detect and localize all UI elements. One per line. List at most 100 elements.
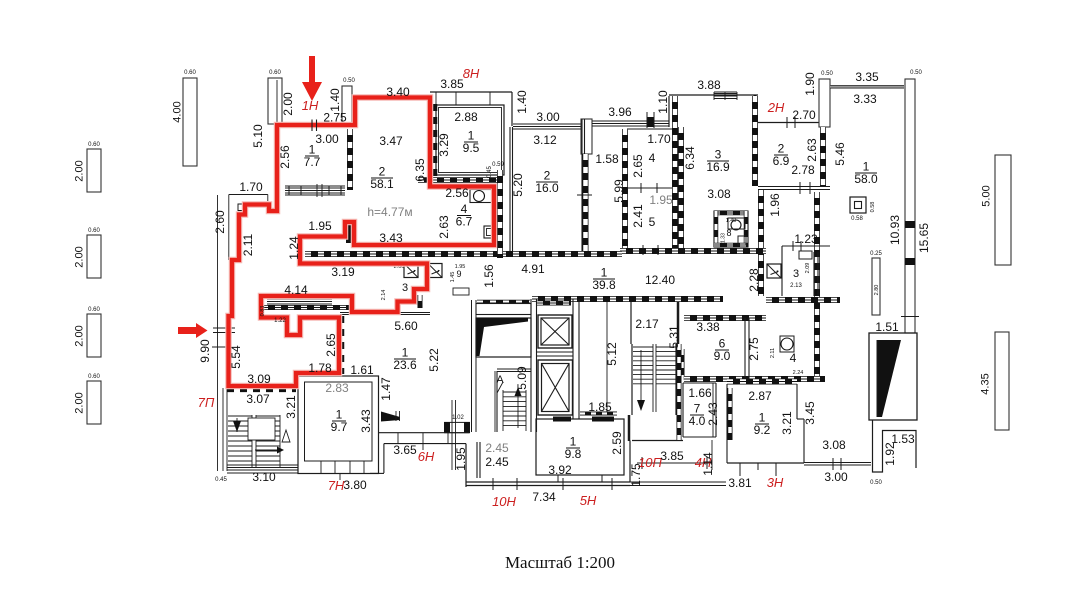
svg-text:3: 3 [793,268,799,280]
svg-text:2: 2 [379,165,386,179]
svg-text:3.07: 3.07 [246,392,270,406]
svg-text:10П: 10П [638,455,662,470]
svg-text:0.25: 0.25 [870,251,882,257]
svg-text:6Н: 6Н [418,449,435,464]
svg-text:h=4.77м: h=4.77м [367,205,412,219]
svg-text:1.14: 1.14 [701,452,715,476]
svg-text:1.45: 1.45 [450,272,456,283]
svg-text:23.6: 23.6 [393,358,417,372]
svg-text:3.00: 3.00 [315,132,339,146]
svg-text:1: 1 [863,160,870,174]
svg-text:0.50: 0.50 [870,480,882,486]
svg-text:39.8: 39.8 [592,278,616,292]
svg-text:Масштаб 1:200: Масштаб 1:200 [505,553,615,572]
svg-text:1: 1 [601,266,608,280]
svg-text:2.43: 2.43 [706,402,720,426]
svg-text:1.22: 1.22 [274,318,286,324]
svg-text:1.47: 1.47 [379,377,393,401]
svg-text:1.95: 1.95 [455,264,466,270]
svg-text:3.21: 3.21 [284,395,298,419]
svg-text:7: 7 [694,402,701,416]
svg-text:2.45: 2.45 [485,455,509,469]
svg-text:8: 8 [726,228,731,238]
svg-text:2.70: 2.70 [792,108,816,122]
svg-text:А: А [496,374,504,386]
svg-text:4.0: 4.0 [689,414,706,428]
svg-text:1.40: 1.40 [726,218,737,224]
svg-text:3.08: 3.08 [707,187,731,201]
svg-text:2.13: 2.13 [790,283,802,289]
svg-text:0.60: 0.60 [88,228,100,234]
svg-text:1.40: 1.40 [328,88,342,112]
svg-text:1.10: 1.10 [656,90,670,114]
svg-text:2.00: 2.00 [394,264,405,270]
svg-text:9.0: 9.0 [714,349,731,363]
svg-text:9.5: 9.5 [463,141,480,155]
svg-text:2.65: 2.65 [324,333,338,357]
svg-text:9: 9 [456,269,461,279]
svg-text:0.58: 0.58 [870,202,876,213]
svg-text:3.00: 3.00 [536,110,560,124]
svg-text:0.50: 0.50 [821,71,833,77]
svg-text:0.60: 0.60 [88,307,100,313]
svg-text:16.0: 16.0 [535,181,559,195]
svg-text:5.54: 5.54 [229,345,243,369]
svg-text:2.75: 2.75 [323,111,347,125]
svg-text:1.23: 1.23 [794,232,818,246]
svg-text:2: 2 [778,142,785,156]
svg-text:9.7: 9.7 [331,420,348,434]
svg-text:10Н: 10Н [492,494,516,509]
svg-text:3.65: 3.65 [393,443,417,457]
svg-text:1.53: 1.53 [891,432,915,446]
svg-text:1.85: 1.85 [588,400,612,414]
svg-text:0.45: 0.45 [215,477,227,483]
svg-text:3.10: 3.10 [252,470,276,484]
svg-text:1: 1 [402,346,409,360]
svg-text:2.78: 2.78 [791,163,815,177]
svg-text:5.22: 5.22 [427,348,441,372]
svg-text:3.35: 3.35 [855,70,879,84]
svg-text:5.20: 5.20 [511,173,525,197]
svg-text:5.09: 5.09 [515,366,529,390]
svg-text:3.92: 3.92 [548,463,572,477]
svg-text:5.31: 5.31 [667,325,681,349]
svg-text:5.60: 5.60 [394,319,418,333]
svg-text:2.63: 2.63 [437,215,451,239]
svg-text:4.35: 4.35 [980,373,992,394]
svg-text:5.10: 5.10 [251,124,265,148]
svg-text:1.95: 1.95 [454,447,468,471]
svg-text:0.50: 0.50 [910,70,922,76]
svg-text:4: 4 [790,351,797,365]
svg-text:12.40: 12.40 [645,273,675,287]
svg-text:3.96: 3.96 [608,105,632,119]
svg-text:3.33: 3.33 [853,92,877,106]
svg-text:4.14: 4.14 [284,283,308,297]
svg-text:2.00: 2.00 [281,92,295,116]
svg-text:2.56: 2.56 [278,145,292,169]
svg-text:3.85: 3.85 [440,77,464,91]
svg-text:6.35: 6.35 [413,158,427,182]
svg-text:0.58: 0.58 [851,216,863,222]
svg-text:1.90: 1.90 [803,72,817,96]
svg-text:5.99: 5.99 [612,179,626,203]
svg-text:5Н: 5Н [580,493,597,508]
svg-text:2.87: 2.87 [748,389,772,403]
svg-text:3: 3 [402,282,408,294]
svg-text:3.21: 3.21 [780,411,794,435]
svg-text:2.00: 2.00 [74,325,86,346]
svg-text:0.60: 0.60 [88,374,100,380]
svg-text:16.9: 16.9 [706,160,730,174]
svg-text:3.29: 3.29 [437,133,451,157]
svg-text:1.75: 1.75 [629,463,643,487]
svg-text:0.60: 0.60 [269,70,281,76]
svg-text:1.66: 1.66 [688,386,712,400]
svg-text:1.96: 1.96 [768,193,782,217]
svg-text:8Н: 8Н [463,66,480,81]
svg-text:2.59: 2.59 [610,431,624,455]
svg-text:1: 1 [309,143,316,157]
svg-text:2.11: 2.11 [241,233,255,256]
svg-text:9.8: 9.8 [565,447,582,461]
svg-text:2.11: 2.11 [770,348,776,358]
svg-text:1Н: 1Н [302,98,319,113]
svg-text:3.00: 3.00 [824,470,848,484]
